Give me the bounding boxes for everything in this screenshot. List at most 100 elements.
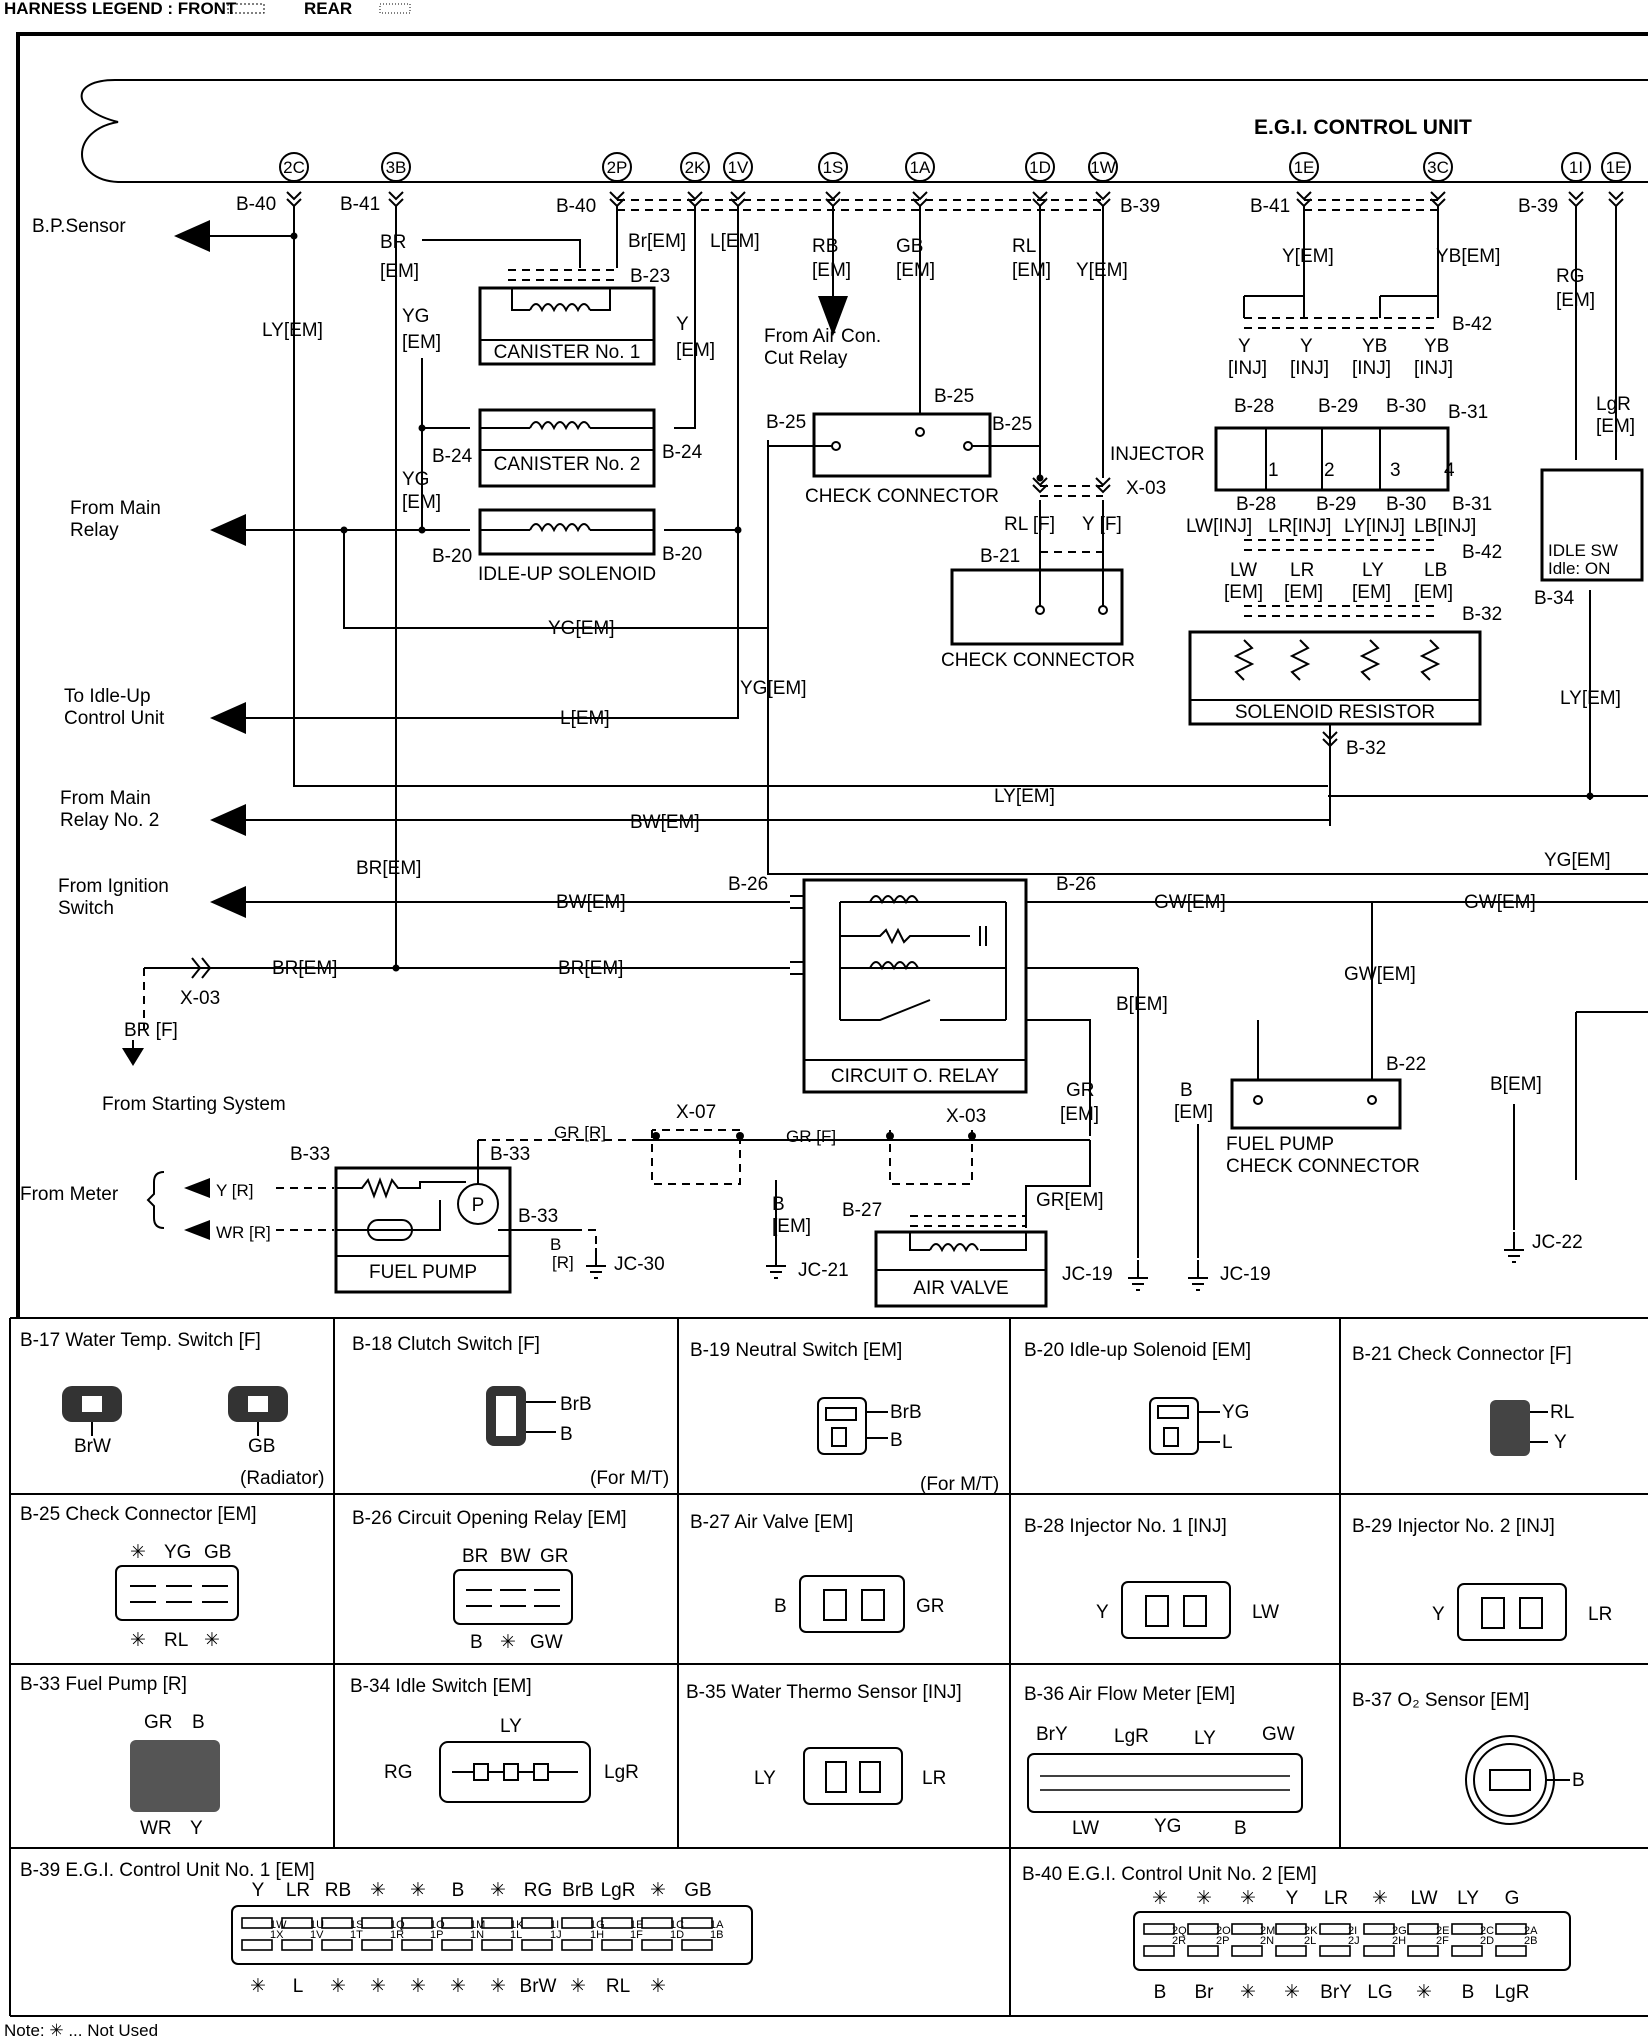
svg-text:LY: LY	[500, 1716, 522, 1737]
ecu-pin-color: LY	[1457, 1888, 1479, 1909]
fuel-pump-check-label: FUEL PUMP	[1226, 1134, 1334, 1155]
from-main-relay-2-label: From Main	[60, 788, 151, 809]
svg-text:✳: ✳	[500, 1632, 516, 1653]
svg-text:GW: GW	[1262, 1724, 1295, 1745]
svg-text:Y: Y	[190, 1818, 203, 1839]
from-ignition-label: From Ignition	[58, 876, 169, 897]
wire-label: Y [R]	[216, 1181, 253, 1200]
b21-connector: RL Y	[1490, 1400, 1574, 1456]
ecu-pin-color: LgR	[601, 1880, 636, 1901]
ecu-pin-color: RG	[524, 1880, 553, 1901]
idle-up-solenoid	[478, 508, 656, 556]
svg-text:BrB: BrB	[560, 1394, 592, 1415]
ecu-pin-id: 2O	[1216, 1925, 1231, 1937]
wire-label: Y[EM]	[1282, 246, 1334, 267]
check-connector-label: CHECK CONNECTOR	[805, 486, 999, 507]
ecu-outline	[80, 79, 1648, 183]
svg-text:1: 1	[1268, 460, 1279, 481]
wire-label: Y	[1300, 336, 1313, 357]
svg-text:2P: 2P	[607, 158, 628, 177]
ecu-pin-id: 1E	[630, 1919, 643, 1931]
ecu-pin-id: 2D	[1480, 1935, 1494, 1947]
svg-text:3: 3	[1390, 460, 1401, 481]
harness-rear: REAR	[304, 0, 352, 18]
label-b30: B-30	[1386, 396, 1426, 417]
b40-title: B-40 E.G.I. Control Unit No. 2 [EM]	[1022, 1864, 1317, 1885]
svg-text:BR: BR	[462, 1546, 488, 1567]
wire-label: LW[INJ]	[1186, 516, 1252, 537]
arrow-icon	[818, 296, 848, 336]
from-main-relay-2-label: Relay No. 2	[60, 810, 159, 831]
svg-text:(For M/T): (For M/T)	[590, 1468, 669, 1489]
wire-label: GR [F]	[786, 1127, 836, 1146]
svg-text:GW: GW	[530, 1632, 563, 1653]
ecu-pin-color: B	[452, 1880, 465, 1901]
svg-text:1D: 1D	[1029, 158, 1051, 177]
canister-2-label: CANISTER No. 2	[494, 454, 641, 475]
ecu-pin-color: ✳	[450, 1976, 466, 1997]
b26-connector: BR BW GR B ✳ GW	[453, 1546, 573, 1653]
wire-label: YG[EM]	[548, 618, 615, 639]
ecu-pin-color: ✳	[1240, 1888, 1256, 1909]
wire-label: GB	[896, 236, 923, 257]
ecu-pin-color: GB	[684, 1880, 711, 1901]
wire-label: [EM]	[1224, 582, 1263, 603]
wire-label: RL [F]	[1004, 514, 1055, 535]
svg-text:B: B	[1572, 1770, 1585, 1791]
ecu-pin-color: ✳	[1416, 1982, 1432, 2003]
ground-icon	[1503, 1231, 1525, 1263]
wire-label: YB	[1424, 336, 1449, 357]
ecu-pin-id: 1J	[550, 1929, 562, 1941]
wire-label: RL	[1012, 236, 1036, 257]
ecu-pin-id: 1V	[310, 1929, 324, 1941]
check-connector-label: CHECK CONNECTOR	[941, 650, 1135, 671]
svg-text:RL: RL	[1550, 1402, 1574, 1423]
svg-text:LW: LW	[1072, 1818, 1099, 1839]
from-main-relay-label: From Main	[70, 498, 161, 519]
ecu-pin-color: LgR	[1495, 1982, 1530, 2003]
ecu-pin-id: 1P	[430, 1929, 443, 1941]
label-b24: B-24	[662, 442, 703, 463]
terminals: 2C 3B 2P 2K 1V 1S 1A 1D 1W 1E 3C 1I 1E	[279, 152, 1631, 182]
injectors: 1 2 3 4	[1214, 426, 1455, 492]
wire-label: [EM]	[1352, 582, 1391, 603]
b18-title: B-18 Clutch Switch [F]	[352, 1334, 540, 1355]
wire-label: B[EM]	[1490, 1074, 1542, 1095]
wire-label: [R]	[552, 1253, 574, 1272]
label-b32: B-32	[1462, 604, 1502, 625]
ecu-pin-color: ✳	[1196, 1888, 1212, 1909]
ecu-pin-color: RL	[606, 1976, 630, 1997]
rear-hatch	[379, 3, 411, 14]
wire-label: BR [F]	[124, 1020, 178, 1041]
label-b20: B-20	[662, 544, 702, 565]
b26-title: B-26 Circuit Opening Relay [EM]	[352, 1508, 627, 1529]
b20-connector: YG L	[1149, 1397, 1249, 1455]
label-b39: B-39	[1518, 196, 1558, 217]
ecu-pin-color: Y	[1286, 1888, 1299, 1909]
ecu-pin-color: LR	[1324, 1888, 1348, 1909]
svg-text:1I: 1I	[1569, 158, 1583, 177]
svg-text:✳: ✳	[204, 1630, 220, 1651]
wire-label: Y	[676, 314, 689, 335]
wire-label: B[EM]	[1116, 994, 1168, 1015]
ecu-pin-id: 2P	[1216, 1935, 1229, 1947]
ecu-pin-id: 2G	[1392, 1925, 1407, 1937]
wire-label: BR[EM]	[272, 958, 337, 979]
svg-text:1W: 1W	[1090, 158, 1116, 177]
svg-text:1A: 1A	[910, 158, 931, 177]
b36-connector: BrY LgR LY GW LW YG B	[1027, 1724, 1303, 1839]
note: Note: ✳ ... Not Used	[4, 2021, 158, 2040]
label-b25: B-25	[766, 412, 806, 433]
svg-text:1E: 1E	[1294, 158, 1315, 177]
fuel-pump-label: FUEL PUMP	[369, 1262, 477, 1283]
wire-label: [INJ]	[1352, 358, 1391, 379]
wire-label: BW[EM]	[556, 892, 626, 913]
ground-icon	[1127, 1259, 1149, 1291]
label-b42: B-42	[1452, 314, 1492, 335]
b39-title: B-39 E.G.I. Control Unit No. 1 [EM]	[20, 1860, 315, 1881]
air-con-label: Cut Relay	[764, 348, 848, 369]
ecu-pin-color: ✳	[650, 1976, 666, 1997]
b28-connector: Y LW	[1096, 1581, 1279, 1639]
wire-label: Br[EM]	[628, 231, 686, 252]
